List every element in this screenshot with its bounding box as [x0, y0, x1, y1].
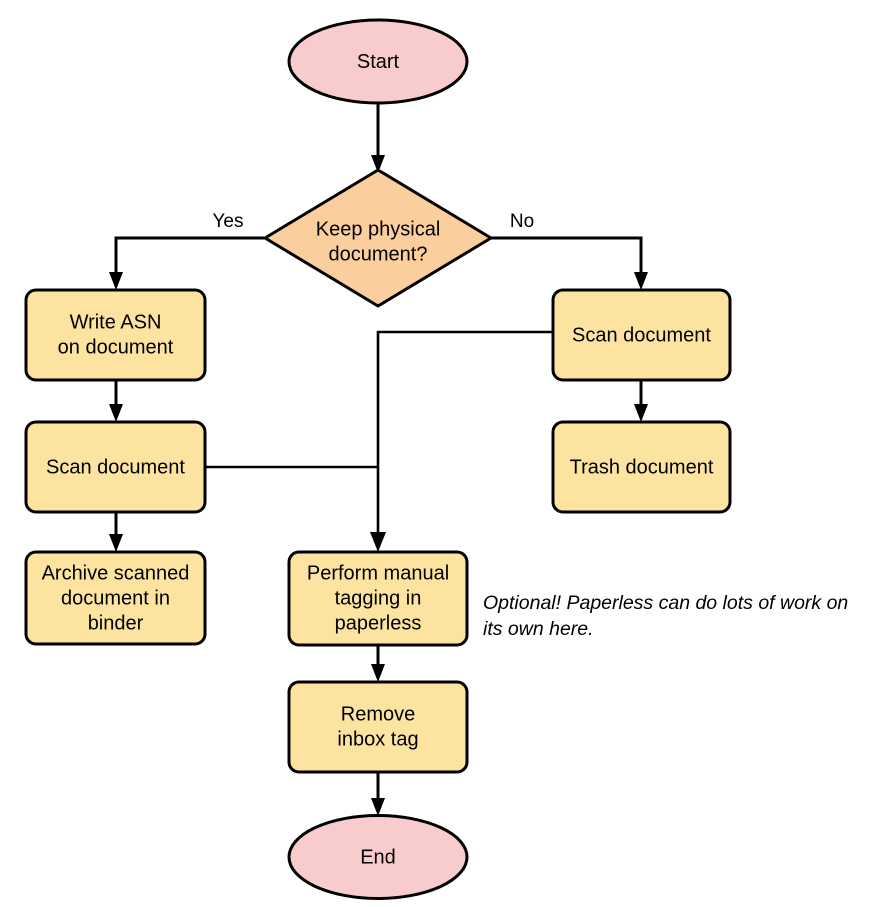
edge-start-to-decision	[371, 103, 385, 173]
edge-label-no: No	[510, 211, 534, 232]
node-archive-label-line3: binder	[88, 612, 144, 634]
arrow-head-icon	[371, 798, 385, 816]
node-perform-manual-tagging[interactable]: Perform manual tagging in paperless	[287, 550, 469, 647]
node-tagging-label-line3: paperless	[335, 612, 422, 634]
annotation-note-line1: Optional! Paperless can do lots of work …	[483, 592, 848, 614]
node-decision-label-line1: Keep physical	[316, 218, 441, 240]
node-scan-document-left[interactable]: Scan document	[24, 420, 207, 514]
node-tagging-label-line1: Perform manual	[307, 562, 449, 584]
edge-remove-inbox-to-end	[371, 772, 385, 816]
edge-label-yes: Yes	[213, 211, 244, 232]
node-archive-scanned-document-in-binder[interactable]: Archive scanned document in binder	[24, 550, 207, 646]
node-decision-keep-physical-document[interactable]: Keep physical document?	[263, 168, 493, 308]
node-scan-document-left-label: Scan document	[46, 456, 185, 478]
arrow-head-icon	[109, 272, 123, 290]
node-scan-document-right[interactable]: Scan document	[551, 288, 732, 382]
arrow-head-icon	[634, 272, 648, 290]
node-end-label: End	[360, 846, 396, 868]
node-trash-document[interactable]: Trash document	[551, 420, 732, 514]
arrow-head-icon	[371, 155, 385, 173]
arrow-head-icon	[109, 534, 123, 552]
edge-scan-right-to-tagging	[370, 330, 553, 552]
node-decision-label-line2: document?	[329, 243, 428, 265]
node-write-asn-on-document[interactable]: Write ASN on document	[24, 288, 207, 382]
node-end[interactable]: End	[287, 814, 469, 900]
node-start[interactable]: Start	[287, 18, 469, 105]
edge-scan-left-to-archive	[109, 512, 123, 552]
edge-tagging-to-remove-inbox	[371, 645, 385, 682]
arrow-head-icon	[109, 404, 123, 422]
node-write-asn-label-line1: Write ASN	[70, 311, 162, 333]
node-write-asn-label-line2: on document	[58, 336, 174, 358]
edge-decision-no-to-scan-right	[491, 236, 648, 290]
edge-scan-right-to-trash	[634, 380, 648, 422]
annotation-optional-note: Optional! Paperless can do lots of work …	[483, 592, 848, 640]
arrow-head-icon	[371, 664, 385, 682]
edge-decision-yes-to-write-asn	[109, 236, 264, 290]
node-archive-label-line2: document in	[61, 587, 170, 609]
node-remove-inbox-label-line2: inbox tag	[337, 728, 418, 750]
node-remove-inbox-tag[interactable]: Remove inbox tag	[287, 680, 469, 774]
arrow-head-icon	[370, 532, 386, 552]
node-start-label: Start	[357, 51, 400, 73]
node-tagging-label-line2: tagging in	[335, 587, 422, 609]
node-scan-document-right-label: Scan document	[572, 324, 711, 346]
node-remove-inbox-label-line1: Remove	[341, 703, 415, 725]
node-archive-label-line1: Archive scanned	[42, 562, 190, 584]
edge-write-asn-to-scan-left	[109, 380, 123, 422]
node-trash-document-label: Trash document	[570, 456, 714, 478]
annotation-note-line2: its own here.	[483, 618, 594, 640]
arrow-head-icon	[634, 404, 648, 422]
